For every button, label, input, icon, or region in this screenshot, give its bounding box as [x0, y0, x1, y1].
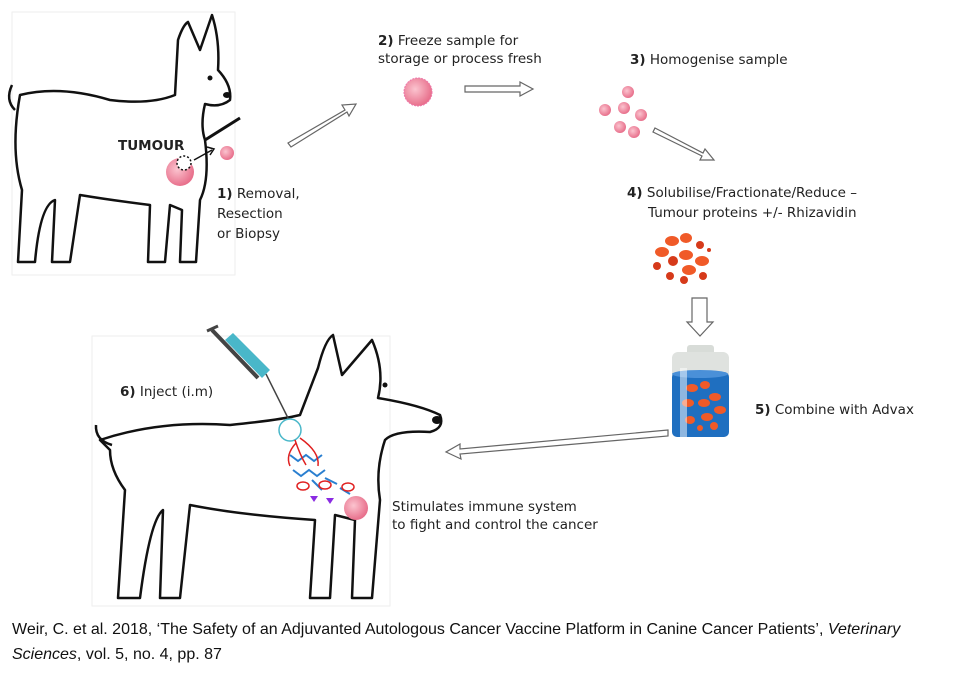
injection-site-icon: [278, 418, 302, 442]
arrow-icon: [652, 127, 716, 161]
arrow-icon: [287, 103, 358, 148]
syringe-icon: [206, 324, 289, 419]
step5-label: 5) Combine with Advax: [755, 402, 914, 418]
citation-details: , vol. 5, no. 4, pp. 87: [76, 646, 222, 663]
step2-line2: storage or process fresh: [378, 51, 542, 67]
scalpel-icon: [204, 116, 241, 142]
arrow-down-icon: [685, 297, 715, 337]
citation: Weir, C. et al. 2018, ‘The Safety of an …: [12, 617, 967, 667]
step4-line2: Tumour proteins +/- Rhizavidin: [647, 205, 857, 221]
tumour-proteins-icon: [653, 233, 711, 284]
arrow-back-icon: [444, 429, 669, 461]
homogenised-cells-icon: [599, 86, 647, 138]
step2-label: 2) Freeze sample for: [378, 33, 519, 49]
citation-journal: Veterinary Sciences: [12, 621, 901, 663]
step1-line3: or Biopsy: [217, 226, 280, 242]
citation-main: Weir, C. et al. 2018, ‘The Safety of an …: [12, 621, 828, 638]
dog-illustration-1: [7, 11, 241, 276]
step4-label: 4) Solubilise/Fractionate/Reduce –: [627, 185, 857, 201]
frozen-sample-icon: [403, 77, 433, 107]
tumour-label: TUMOUR: [118, 138, 185, 154]
step1-line2: Resection: [217, 206, 283, 222]
arrow-icon: [464, 80, 535, 98]
step1-label: 1) Removal,: [217, 186, 300, 202]
advax-vial-icon: [672, 345, 729, 438]
dog-illustration-2: [91, 324, 443, 607]
excised-tumour-icon: [220, 146, 234, 160]
flow-arrows: [287, 80, 716, 461]
outcome-line1: Stimulates immune system: [392, 499, 577, 515]
step6-label: 6) Inject (i.m): [120, 384, 213, 400]
outcome-line2: to fight and control the cancer: [392, 517, 598, 533]
step3-label: 3) Homogenise sample: [630, 52, 788, 68]
tumour-icon: [344, 496, 368, 520]
